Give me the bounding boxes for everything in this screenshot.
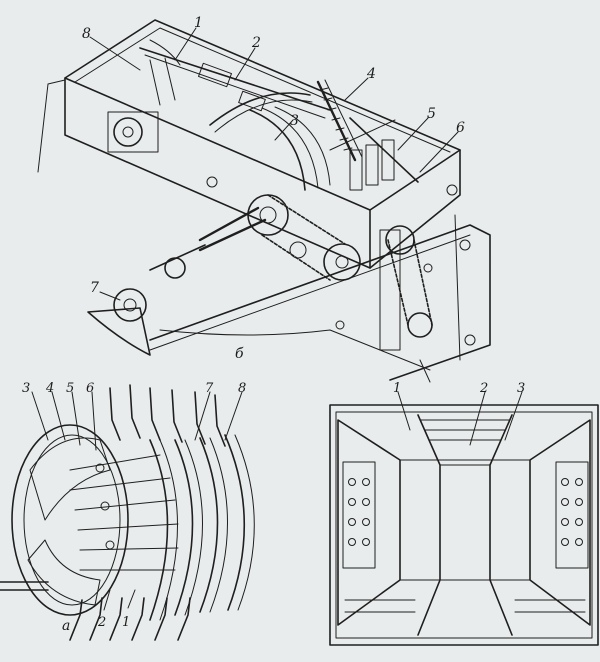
callout-a-8: 8 (238, 381, 246, 396)
callout-r-1: 1 (393, 381, 401, 396)
callout-5: 5 (427, 106, 436, 122)
callout-a-2: 2 (97, 615, 106, 630)
chamber-cross-section-drawing: 1 2 3 (329, 381, 599, 646)
callout-a-1: 1 (122, 615, 130, 630)
callout-a-6: 6 (86, 381, 94, 396)
perforation-holes-right (561, 478, 583, 546)
callout-a-4: 4 (45, 381, 54, 396)
disc-assembly-drawing: 3 4 5 6 7 8 2 1 а (0, 381, 255, 641)
machine-assembly-drawing: 8 1 2 3 4 5 6 7 б (37, 15, 491, 383)
callout-2: 2 (251, 35, 261, 51)
callout-7: 7 (90, 280, 99, 296)
callout-a-3: 3 (22, 381, 30, 396)
callout-6: 6 (456, 120, 465, 136)
callout-4: 4 (366, 66, 376, 82)
perforation-holes-left (348, 478, 370, 546)
callout-a-5: 5 (66, 381, 74, 396)
panel-label-a: а (62, 618, 70, 634)
callout-3: 3 (290, 113, 299, 129)
panel-label-b: б (235, 346, 244, 362)
callout-1: 1 (194, 15, 203, 31)
callout-a-7: 7 (205, 381, 214, 396)
callout-r-2: 2 (479, 381, 488, 396)
callout-r-3: 3 (517, 381, 525, 396)
callout-8: 8 (82, 26, 91, 42)
